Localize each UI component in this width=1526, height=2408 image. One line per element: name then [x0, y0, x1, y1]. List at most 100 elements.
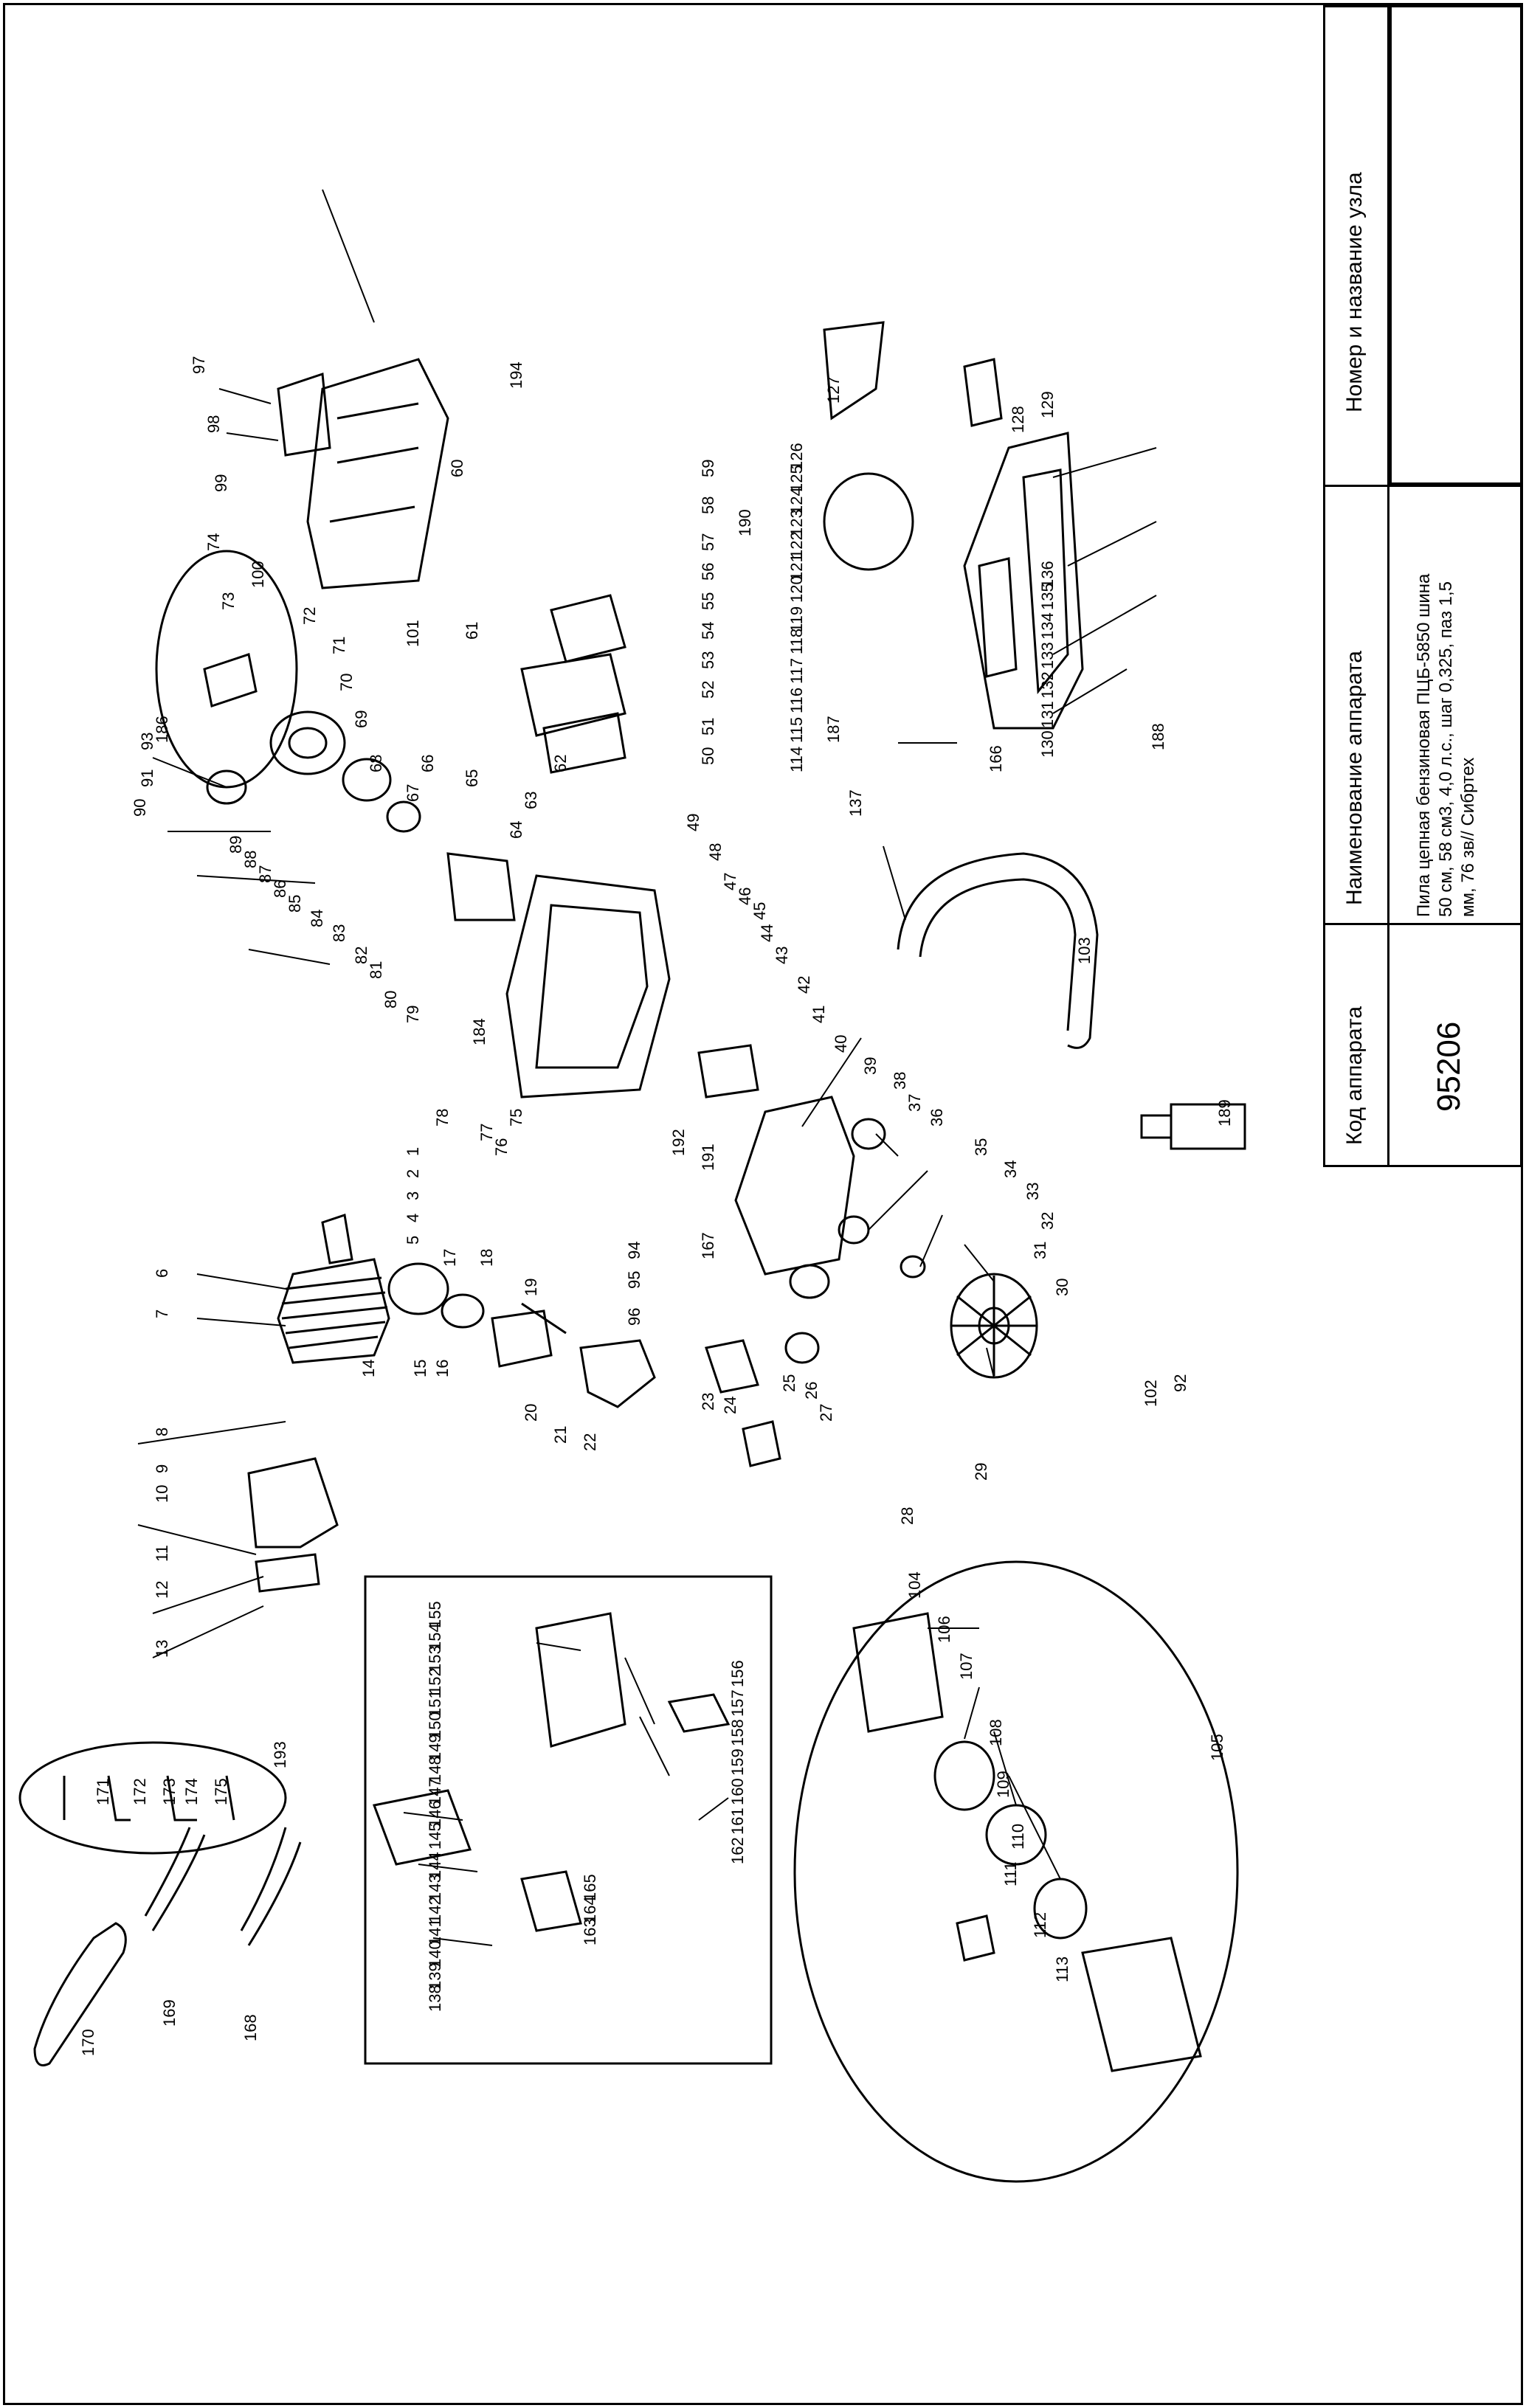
name-value-line3: мм, 76 зв// Сибртех — [1458, 757, 1478, 917]
callout-146: 146 — [426, 1800, 444, 1827]
cylinder — [277, 1214, 390, 1364]
callout-64: 64 — [507, 821, 525, 839]
callout-76: 76 — [492, 1138, 511, 1156]
callout-186: 186 — [153, 716, 171, 743]
callout-12: 12 — [153, 1581, 171, 1599]
callout-62: 62 — [551, 755, 570, 772]
callout-35: 35 — [972, 1138, 990, 1156]
callout-149: 149 — [426, 1734, 444, 1761]
callout-97: 97 — [190, 356, 208, 374]
code-value: 95206 — [1431, 1021, 1467, 1112]
callout-10: 10 — [153, 1485, 171, 1503]
air-filter-element — [277, 372, 331, 457]
callout-165: 165 — [581, 1874, 599, 1901]
callout-56: 56 — [699, 563, 717, 581]
callout-71: 71 — [330, 637, 348, 654]
front-handle-bar — [897, 852, 1099, 1049]
callout-34: 34 — [1001, 1160, 1020, 1178]
callout-102: 102 — [1142, 1380, 1160, 1407]
callout-77: 77 — [477, 1124, 496, 1141]
callout-91: 91 — [138, 769, 156, 787]
callout-18: 18 — [477, 1249, 496, 1267]
name-column — [1323, 485, 1522, 925]
callout-136: 136 — [1038, 561, 1057, 588]
callout-104: 104 — [905, 1571, 924, 1599]
callout-74: 74 — [204, 533, 223, 551]
callout-15: 15 — [411, 1360, 429, 1377]
callout-45: 45 — [750, 902, 769, 920]
callout-187: 187 — [824, 716, 843, 743]
muffler — [247, 1457, 339, 1593]
callout-103: 103 — [1075, 937, 1094, 964]
callout-50: 50 — [699, 747, 717, 765]
throttle-trigger — [823, 321, 1003, 427]
callout-70: 70 — [337, 674, 356, 691]
callout-11: 11 — [153, 1545, 171, 1562]
crankcase-body — [446, 852, 671, 1099]
callout-95: 95 — [625, 1271, 643, 1289]
callout-135: 135 — [1038, 583, 1057, 610]
carburetor — [520, 594, 626, 774]
node-header: Номер и название узла — [1342, 172, 1367, 412]
callout-130: 130 — [1038, 730, 1057, 758]
callout-24: 24 — [721, 1397, 739, 1414]
tool-kit-ellipse — [18, 1741, 287, 1855]
clutch-assembly — [206, 710, 421, 833]
callout-150: 150 — [426, 1712, 444, 1739]
name-value-line2: 50 см, 58 см3, 4,0 л.с., шаг 0,325, паз … — [1436, 581, 1456, 917]
callout-28: 28 — [898, 1507, 916, 1525]
callout-172: 172 — [131, 1778, 149, 1805]
callout-157: 157 — [728, 1689, 747, 1717]
piston — [387, 1262, 553, 1368]
callout-60: 60 — [448, 460, 466, 477]
callout-3: 3 — [404, 1191, 422, 1200]
callout-39: 39 — [861, 1057, 880, 1075]
callout-188: 188 — [1149, 723, 1167, 750]
crankshaft — [521, 1302, 656, 1408]
callout-174: 174 — [182, 1778, 201, 1805]
callout-99: 99 — [212, 474, 230, 492]
flywheel — [950, 1273, 1038, 1379]
callout-125: 125 — [787, 465, 806, 492]
callout-49: 49 — [684, 814, 702, 831]
callout-13: 13 — [153, 1640, 171, 1658]
callout-80: 80 — [382, 991, 400, 1008]
callout-44: 44 — [758, 924, 776, 942]
callout-166: 166 — [987, 745, 1005, 772]
callout-173: 173 — [160, 1778, 179, 1805]
callout-120: 120 — [787, 575, 806, 603]
callout-69: 69 — [352, 710, 370, 728]
callout-4: 4 — [404, 1214, 422, 1222]
callout-86: 86 — [271, 880, 289, 898]
callout-41: 41 — [809, 1006, 828, 1023]
callout-52: 52 — [699, 681, 717, 699]
callout-63: 63 — [522, 792, 540, 809]
callout-83: 83 — [330, 924, 348, 942]
callout-143: 143 — [426, 1874, 444, 1901]
callout-162: 162 — [728, 1837, 747, 1864]
code-header: Код аппарата — [1342, 1006, 1367, 1145]
callout-29: 29 — [972, 1463, 990, 1481]
callout-131: 131 — [1038, 701, 1057, 728]
callout-115: 115 — [787, 717, 806, 743]
callout-112: 112 — [1031, 1912, 1049, 1938]
bar-chain-cover — [33, 1827, 302, 2066]
callout-108: 108 — [987, 1719, 1005, 1746]
callout-122: 122 — [787, 531, 806, 558]
callout-127: 127 — [824, 376, 843, 404]
callout-9: 9 — [153, 1464, 171, 1473]
callout-26: 26 — [802, 1382, 821, 1400]
callout-90: 90 — [131, 799, 149, 817]
oil-pump-bearing — [784, 1118, 926, 1364]
callout-163: 163 — [581, 1918, 599, 1945]
rear-handle — [963, 432, 1084, 730]
callout-194: 194 — [507, 361, 525, 389]
callout-59: 59 — [699, 460, 717, 477]
callout-144: 144 — [426, 1852, 444, 1879]
callout-142: 142 — [426, 1896, 444, 1923]
callout-147: 147 — [426, 1778, 444, 1805]
callout-153: 153 — [426, 1645, 444, 1672]
